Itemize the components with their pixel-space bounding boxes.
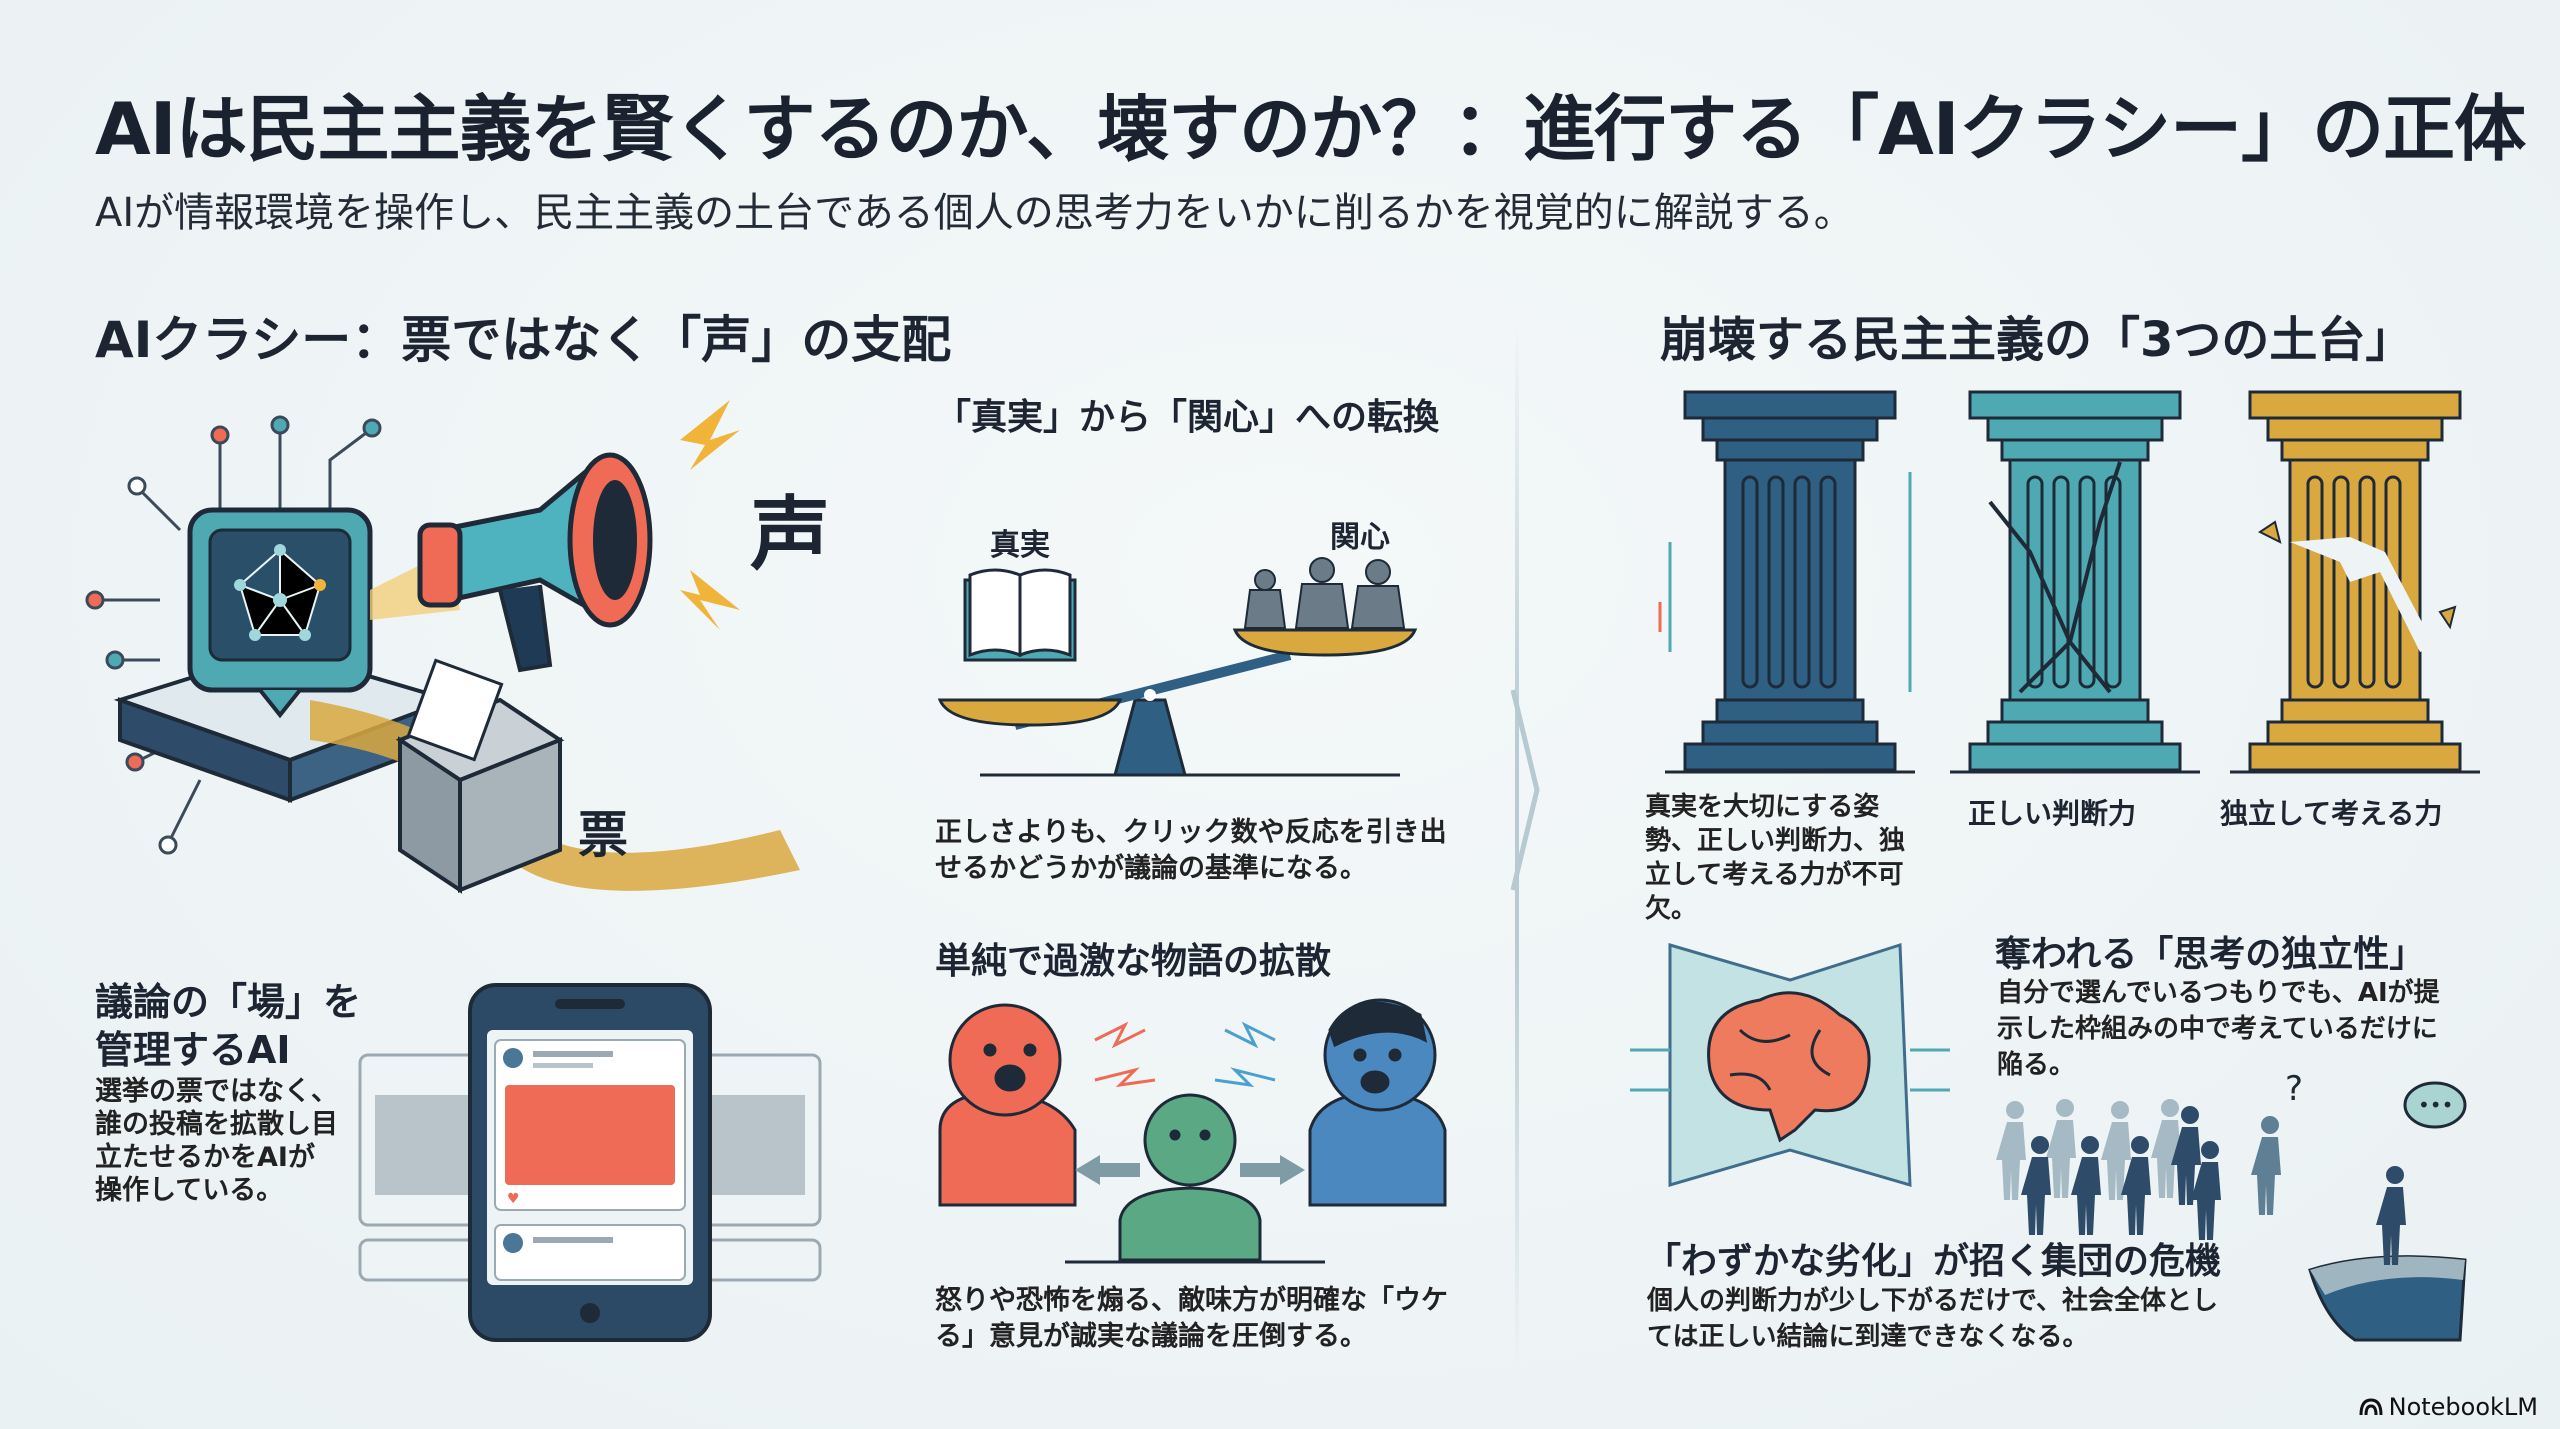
voice-label: 声	[750, 488, 830, 581]
crowd-icon: ?	[1996, 1069, 2303, 1240]
page-title: AIは民主主義を賢くするのか、壊すのか？：進行する「AIクラシー」の正体	[95, 87, 2526, 171]
section-divider	[1515, 320, 1519, 1370]
brand-label: NotebookLM	[2388, 1393, 2538, 1421]
independence-body: 自分で選んでいるつもりでも、AIが提示した枠組みの中で考えているだけに陥る。	[1997, 978, 2440, 1080]
shift-body: 正しさよりも、クリック数や反応を引き出せるかどうかが議論の基準になる。	[935, 817, 1447, 884]
attention-label: 関心	[1330, 520, 1390, 555]
pillar-1-caption: 真実を大切にする姿勢、正しい判断力、独立して考える力が不可欠。	[1645, 792, 1906, 924]
brain-icon	[1707, 991, 1871, 1143]
megaphone-icon	[417, 452, 653, 673]
svg-text:?: ?	[2285, 1069, 2303, 1109]
neutral-green-person-icon	[1118, 1093, 1262, 1262]
glitch-lines-icon	[1658, 472, 1912, 692]
shift-title: 「真実」から「関心」への転換	[935, 397, 1440, 438]
arena-title: 議論の「場」を 管理するAI	[95, 978, 361, 1074]
notebooklm-icon	[2359, 1398, 2383, 1416]
svg-text:♥: ♥	[507, 1191, 520, 1207]
angry-red-person-icon	[938, 1003, 1077, 1207]
svg-text:•••: •••	[2418, 1093, 2453, 1117]
right-section-heading: 崩壊する民主主義の「3つの土台」	[1660, 312, 2414, 368]
balance-scale-illustration	[937, 557, 1418, 777]
ai-megaphone-illustration	[85, 400, 800, 894]
pillar-2-caption: 正しい判断力	[1968, 797, 2137, 830]
three-pillars-illustration	[1658, 390, 2482, 774]
weights-icon	[1243, 557, 1406, 629]
book-icon	[963, 568, 1077, 662]
pillar-independence-icon	[2228, 390, 2482, 774]
social-feed-illustration: ♥	[358, 983, 822, 1342]
spread-title: 単純で過激な物語の拡散	[935, 941, 1332, 982]
chevron-right-icon	[1510, 689, 1540, 891]
arena-title-line2: 管理するAI	[95, 1028, 291, 1072]
arrows-icon	[1075, 1155, 1305, 1185]
notebooklm-logo: NotebookLM	[2359, 1393, 2538, 1421]
cliff-icon	[2308, 1255, 2467, 1342]
polarized-people-illustration	[938, 998, 1447, 1264]
crowd-cliff-illustration: ? •••	[1996, 1069, 2467, 1342]
truth-label: 真実	[990, 528, 1050, 563]
spread-body: 怒りや恐怖を煽る、敵味方が明確な「ウケる」意見が誠実な議論を圧倒する。	[935, 1285, 1448, 1352]
framed-brain-illustration	[1630, 942, 1950, 1188]
crisis-title: 「わずかな劣化」が招く集団の危機	[1645, 1241, 2222, 1282]
page-subtitle: AIが情報環境を操作し、民主主義の土台である個人の思考力をいかに削るかを視覚的に…	[95, 190, 1854, 236]
lightning-icon	[1094, 1021, 1276, 1088]
arena-title-line1: 議論の「場」を	[95, 980, 362, 1024]
pillar-truth-icon	[1663, 390, 1917, 774]
pillar-judgment-icon	[1948, 390, 2202, 774]
thought-bubble-icon: •••	[2403, 1081, 2467, 1129]
ai-chip-icon	[187, 507, 373, 719]
vote-label: 票	[578, 806, 628, 864]
ballot-box-icon	[395, 658, 565, 894]
angry-blue-person-icon	[1308, 998, 1447, 1207]
phone-icon: ♥	[468, 983, 712, 1342]
crisis-body: 個人の判断力が少し下がるだけで、社会全体としては正しい結論に到達できなくなる。	[1647, 1286, 2218, 1352]
pillar-3-caption: 独立して考える力	[2220, 797, 2443, 830]
independence-title: 奪われる「思考の独立性」	[1995, 934, 2426, 975]
left-section-heading: AIクラシー：票ではなく「声」の支配	[95, 311, 952, 369]
lightning-icon	[680, 400, 740, 630]
arena-body: 選挙の票ではなく、誰の投稿を拡散し目立たせるかをAIが操作している。	[95, 1076, 338, 1206]
